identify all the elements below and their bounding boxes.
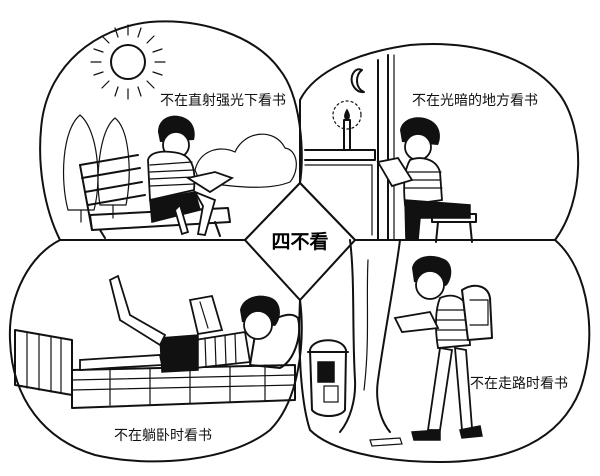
caption-strong-light: 不在直射强光下看书 — [160, 92, 286, 109]
caption-lying: 不在躺卧时看书 — [114, 428, 212, 444]
boy-walking — [393, 255, 493, 441]
table-icon — [304, 149, 376, 236]
caption-dim-light: 不在光暗的地方看书 — [412, 93, 538, 109]
sun-icon — [90, 24, 166, 100]
moon-icon — [350, 68, 365, 94]
panel-outline-strong-light — [39, 20, 303, 241]
center-title: 四不看 — [271, 231, 328, 253]
window-frame — [377, 54, 395, 241]
trash-bin-icon — [307, 339, 349, 417]
scene-lying: 不在躺卧时看书 — [14, 274, 300, 444]
boy-reading-dark — [376, 117, 471, 241]
candle-icon — [332, 100, 362, 151]
panel-outline-dim-light — [299, 43, 580, 241]
scene-walking: 不在走路时看书 — [307, 239, 568, 447]
scene-dim-light: 不在光暗的地方看书 — [304, 54, 538, 243]
trees-icon — [62, 114, 130, 223]
center-diamond — [244, 182, 356, 301]
boy-lying — [79, 274, 280, 373]
bed-icon — [14, 329, 296, 409]
tree-trunk-icon — [339, 239, 401, 433]
bushes-icon — [194, 133, 297, 188]
scene-strong-light: 不在直射强光下看书 — [62, 24, 297, 239]
caption-walking: 不在走路时看书 — [470, 376, 568, 392]
boy-sitting — [147, 115, 235, 237]
book-on-ground — [369, 437, 403, 447]
panel-outline-walking — [298, 239, 591, 463]
